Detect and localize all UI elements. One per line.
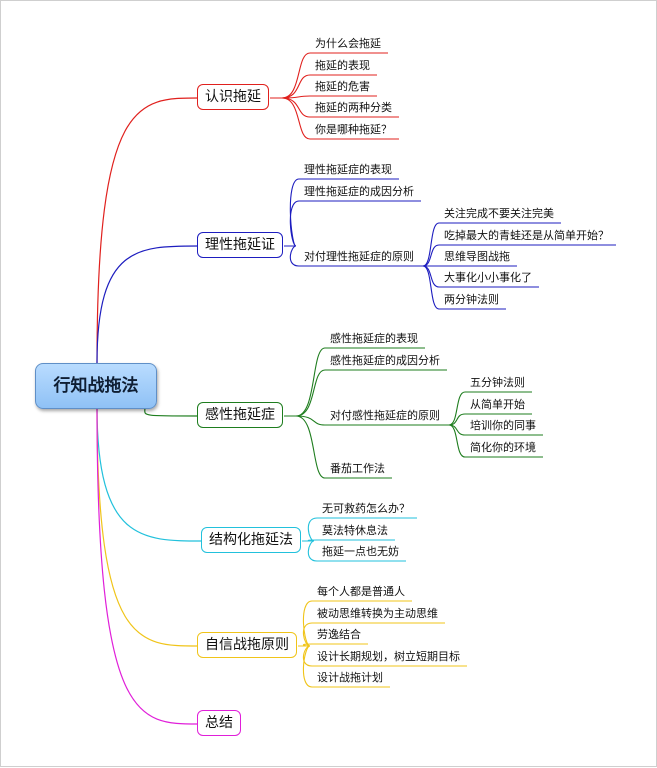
topic-structured-procrastination[interactable]: 结构化拖延法 [201, 527, 301, 553]
branch-connector [96, 406, 203, 542]
subtopic[interactable]: 你是哪种拖延？ [315, 123, 392, 136]
subtopic[interactable]: 番茄工作法 [330, 462, 385, 475]
leaf-connector [302, 539, 395, 542]
leaf-connector [270, 97, 399, 140]
leaf-connector [298, 645, 390, 688]
subtopic[interactable]: 培训你的同事 [470, 419, 536, 432]
root-topic[interactable]: 行知战拖法 [35, 363, 157, 409]
subtopic[interactable]: 设计战拖计划 [317, 671, 383, 684]
topic-emotional-procrastination[interactable]: 感性拖延症 [197, 402, 283, 428]
branch-connector [96, 97, 199, 364]
subtopic[interactable]: 理性拖延症的成因分析 [304, 185, 414, 198]
subtopic[interactable]: 设计长期规划，树立短期目标 [317, 650, 460, 663]
subtopic[interactable]: 吃掉最大的青蛙还是从简单开始？ [444, 229, 609, 242]
subtopic[interactable]: 无可救药怎么办？ [322, 502, 410, 515]
topic-summary[interactable]: 总结 [197, 710, 241, 736]
subtopic[interactable]: 拖延一点也无妨 [322, 545, 399, 558]
subtopic[interactable]: 拖延的表现 [315, 59, 370, 72]
subtopic[interactable]: 每个人都是普通人 [317, 585, 405, 598]
leaf-connector [302, 540, 406, 562]
subtopic[interactable]: 拖延的两种分类 [315, 101, 392, 114]
branch-connector [144, 406, 199, 417]
subtopic[interactable]: 简化你的环境 [470, 441, 536, 454]
branch-connector [96, 245, 199, 364]
branch-connector [96, 406, 199, 725]
topic-confidence-principles[interactable]: 自信战拖原则 [197, 632, 297, 658]
subtopic[interactable]: 理性拖延症的表现 [304, 163, 392, 176]
subtopic[interactable]: 劳逸结合 [317, 628, 361, 641]
topic-recognize-procrastination[interactable]: 认识拖延 [197, 84, 269, 110]
subtopic[interactable]: 被动思维转换为主动思维 [317, 607, 438, 620]
leaf-connector [441, 424, 543, 458]
subtopic[interactable]: 从简单开始 [470, 398, 525, 411]
leaf-connector [284, 200, 421, 247]
subtopic[interactable]: 感性拖延症的表现 [330, 332, 418, 345]
subtopic[interactable]: 思维导图战拖 [444, 250, 510, 263]
subtopic[interactable]: 对付感性拖延症的原则 [330, 409, 440, 422]
branch-connector [96, 406, 199, 647]
subtopic[interactable]: 拖延的危害 [315, 80, 370, 93]
subtopic[interactable]: 对付理性拖延症的原则 [304, 250, 414, 263]
subtopic[interactable]: 五分钟法则 [470, 376, 525, 389]
subtopic[interactable]: 关注完成不要关注完美 [444, 207, 554, 220]
subtopic[interactable]: 莫法特休息法 [322, 524, 388, 537]
leaf-connector [415, 265, 506, 310]
subtopic[interactable]: 两分钟法则 [444, 293, 499, 306]
topic-rational-procrastination[interactable]: 理性拖延证 [197, 232, 283, 258]
subtopic[interactable]: 大事化小小事化了 [444, 271, 532, 284]
leaf-connector [284, 245, 421, 267]
subtopic[interactable]: 为什么会拖延 [315, 37, 381, 50]
subtopic[interactable]: 感性拖延症的成因分析 [330, 354, 440, 367]
leaf-connector [284, 415, 392, 479]
